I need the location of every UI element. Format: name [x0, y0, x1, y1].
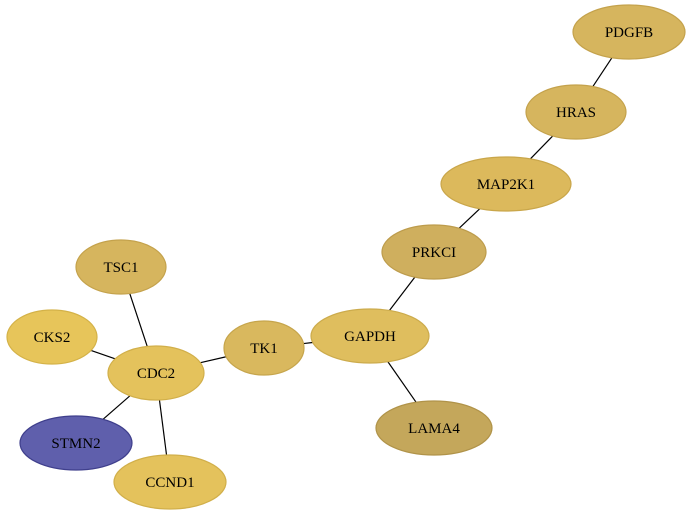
node-shape-cks2[interactable]: [6, 309, 98, 365]
edge-prkci-gapdh: [388, 276, 416, 311]
node-shape-cdc2[interactable]: [107, 345, 205, 401]
edges-layer: [90, 57, 613, 456]
node-shape-pdgfb[interactable]: [572, 4, 686, 60]
node-stmn2[interactable]: STMN2: [19, 415, 133, 471]
node-pdgfb[interactable]: PDGFB: [572, 4, 686, 60]
node-shape-map2k1[interactable]: [440, 156, 572, 212]
node-label-pdgfb: PDGFB: [605, 25, 653, 41]
edge-gapdh-lama4: [387, 361, 417, 403]
node-shape-stmn2[interactable]: [19, 415, 133, 471]
node-label-cdc2: CDC2: [137, 366, 175, 382]
edge-tsc1-cdc2: [129, 293, 148, 347]
node-hras[interactable]: HRAS: [525, 84, 627, 140]
node-lama4[interactable]: LAMA4: [375, 400, 493, 456]
node-label-map2k1: MAP2K1: [477, 177, 535, 193]
node-label-tsc1: TSC1: [103, 260, 138, 276]
node-prkci[interactable]: PRKCI: [381, 224, 487, 280]
node-shape-tsc1[interactable]: [75, 239, 167, 295]
node-shape-prkci[interactable]: [381, 224, 487, 280]
edge-cks2-cdc2: [90, 349, 116, 360]
edge-tk1-cdc2: [200, 356, 227, 364]
edge-pdgfb-hras: [592, 57, 613, 87]
node-ccnd1[interactable]: CCND1: [113, 454, 227, 510]
node-gapdh[interactable]: GAPDH: [310, 308, 430, 364]
edge-gapdh-tk1: [303, 341, 313, 345]
node-label-ccnd1: CCND1: [145, 475, 194, 491]
edge-cdc2-stmn2: [102, 395, 131, 420]
node-label-hras: HRAS: [556, 105, 596, 121]
node-tk1[interactable]: TK1: [223, 320, 305, 376]
edge-cdc2-ccnd1: [158, 399, 168, 456]
node-shape-ccnd1[interactable]: [113, 454, 227, 510]
node-map2k1[interactable]: MAP2K1: [440, 156, 572, 212]
node-shape-lama4[interactable]: [375, 400, 493, 456]
edge-map2k1-prkci: [458, 208, 481, 229]
node-shape-tk1[interactable]: [223, 320, 305, 376]
node-cks2[interactable]: CKS2: [6, 309, 98, 365]
node-label-cks2: CKS2: [34, 330, 71, 346]
node-label-prkci: PRKCI: [412, 245, 456, 261]
edge-hras-map2k1: [529, 135, 554, 160]
node-shape-hras[interactable]: [525, 84, 627, 140]
node-label-tk1: TK1: [250, 341, 278, 357]
node-label-lama4: LAMA4: [408, 421, 460, 437]
node-shape-gapdh[interactable]: [310, 308, 430, 364]
node-cdc2[interactable]: CDC2: [107, 345, 205, 401]
node-label-stmn2: STMN2: [51, 436, 100, 452]
node-label-gapdh: GAPDH: [344, 329, 396, 345]
node-tsc1[interactable]: TSC1: [75, 239, 167, 295]
